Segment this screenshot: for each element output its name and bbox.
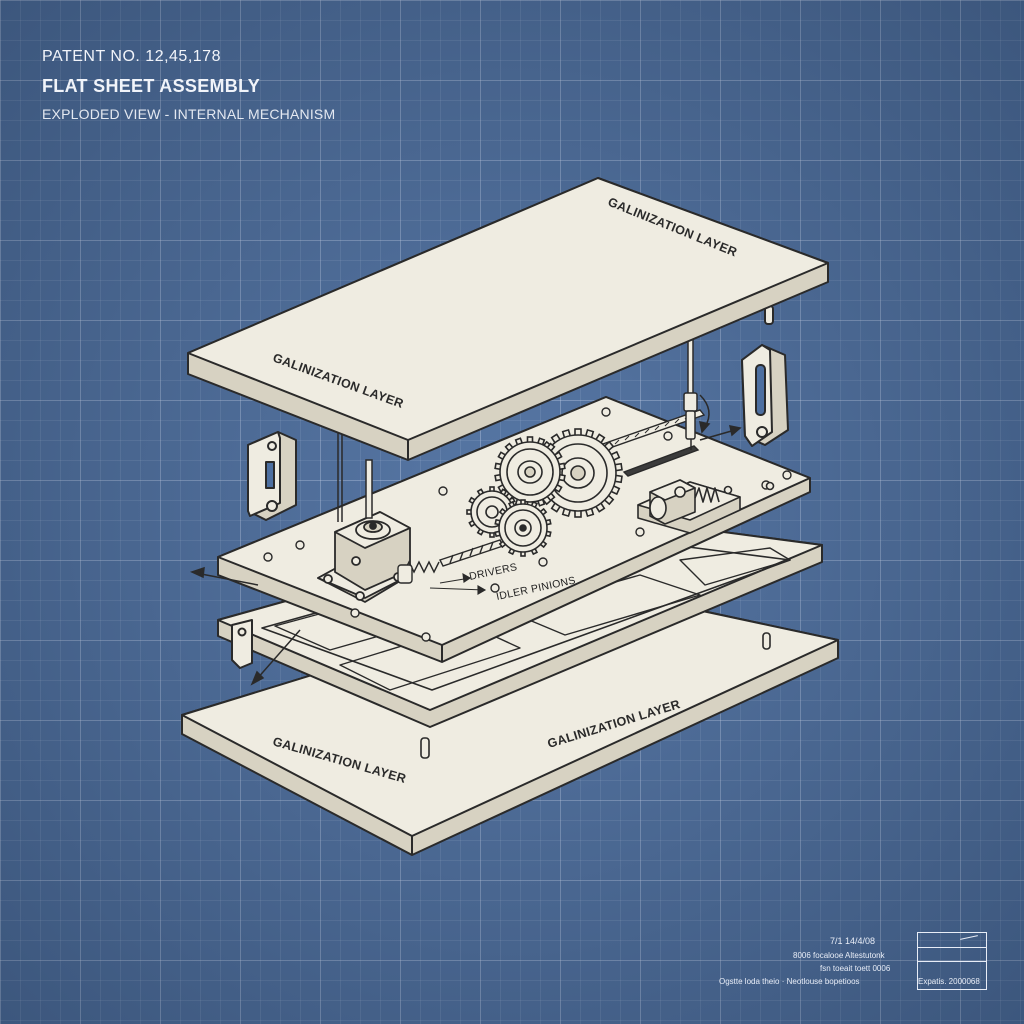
drive-gear-medium <box>494 436 566 508</box>
rack-teeth <box>604 414 690 448</box>
title-block-line3: fsn toeait toett 0006 <box>820 964 891 973</box>
spring-assembly-right <box>637 479 775 534</box>
title-block-right-label: Expatis. 2000068 <box>918 977 980 986</box>
motion-arrow-lower-left <box>250 629 301 686</box>
title-block-line4: Ogstte loda theio · Neotlouse bopetioos <box>719 977 860 986</box>
title-block-frame <box>917 932 987 990</box>
title-block-line2: 8006 focalooe Altestutonk <box>793 951 885 960</box>
mechanism-plate-holes <box>263 407 792 642</box>
patent-number: PATENT NO. 12,45,178 <box>42 48 221 65</box>
motion-arrows <box>189 394 742 586</box>
sheet-title: FLAT SHEET ASSEMBLY <box>42 76 261 96</box>
bracket-right <box>741 305 789 447</box>
drawing-header: PATENT NO. 12,45,178 FLAT SHEET ASSEMBLY… <box>42 48 335 122</box>
support-shafts <box>337 337 698 522</box>
title-block-line1: 7/1 14/4/08 <box>830 936 876 946</box>
drive-spring <box>397 560 440 584</box>
sheet-subtitle: EXPLODED VIEW - INTERNAL MECHANISM <box>42 106 336 122</box>
bracket-left <box>247 431 297 521</box>
top-plate <box>187 177 829 461</box>
idler-pinion-lower <box>494 499 552 557</box>
drive-mount-block <box>317 511 411 603</box>
callout-leaders <box>429 572 487 595</box>
